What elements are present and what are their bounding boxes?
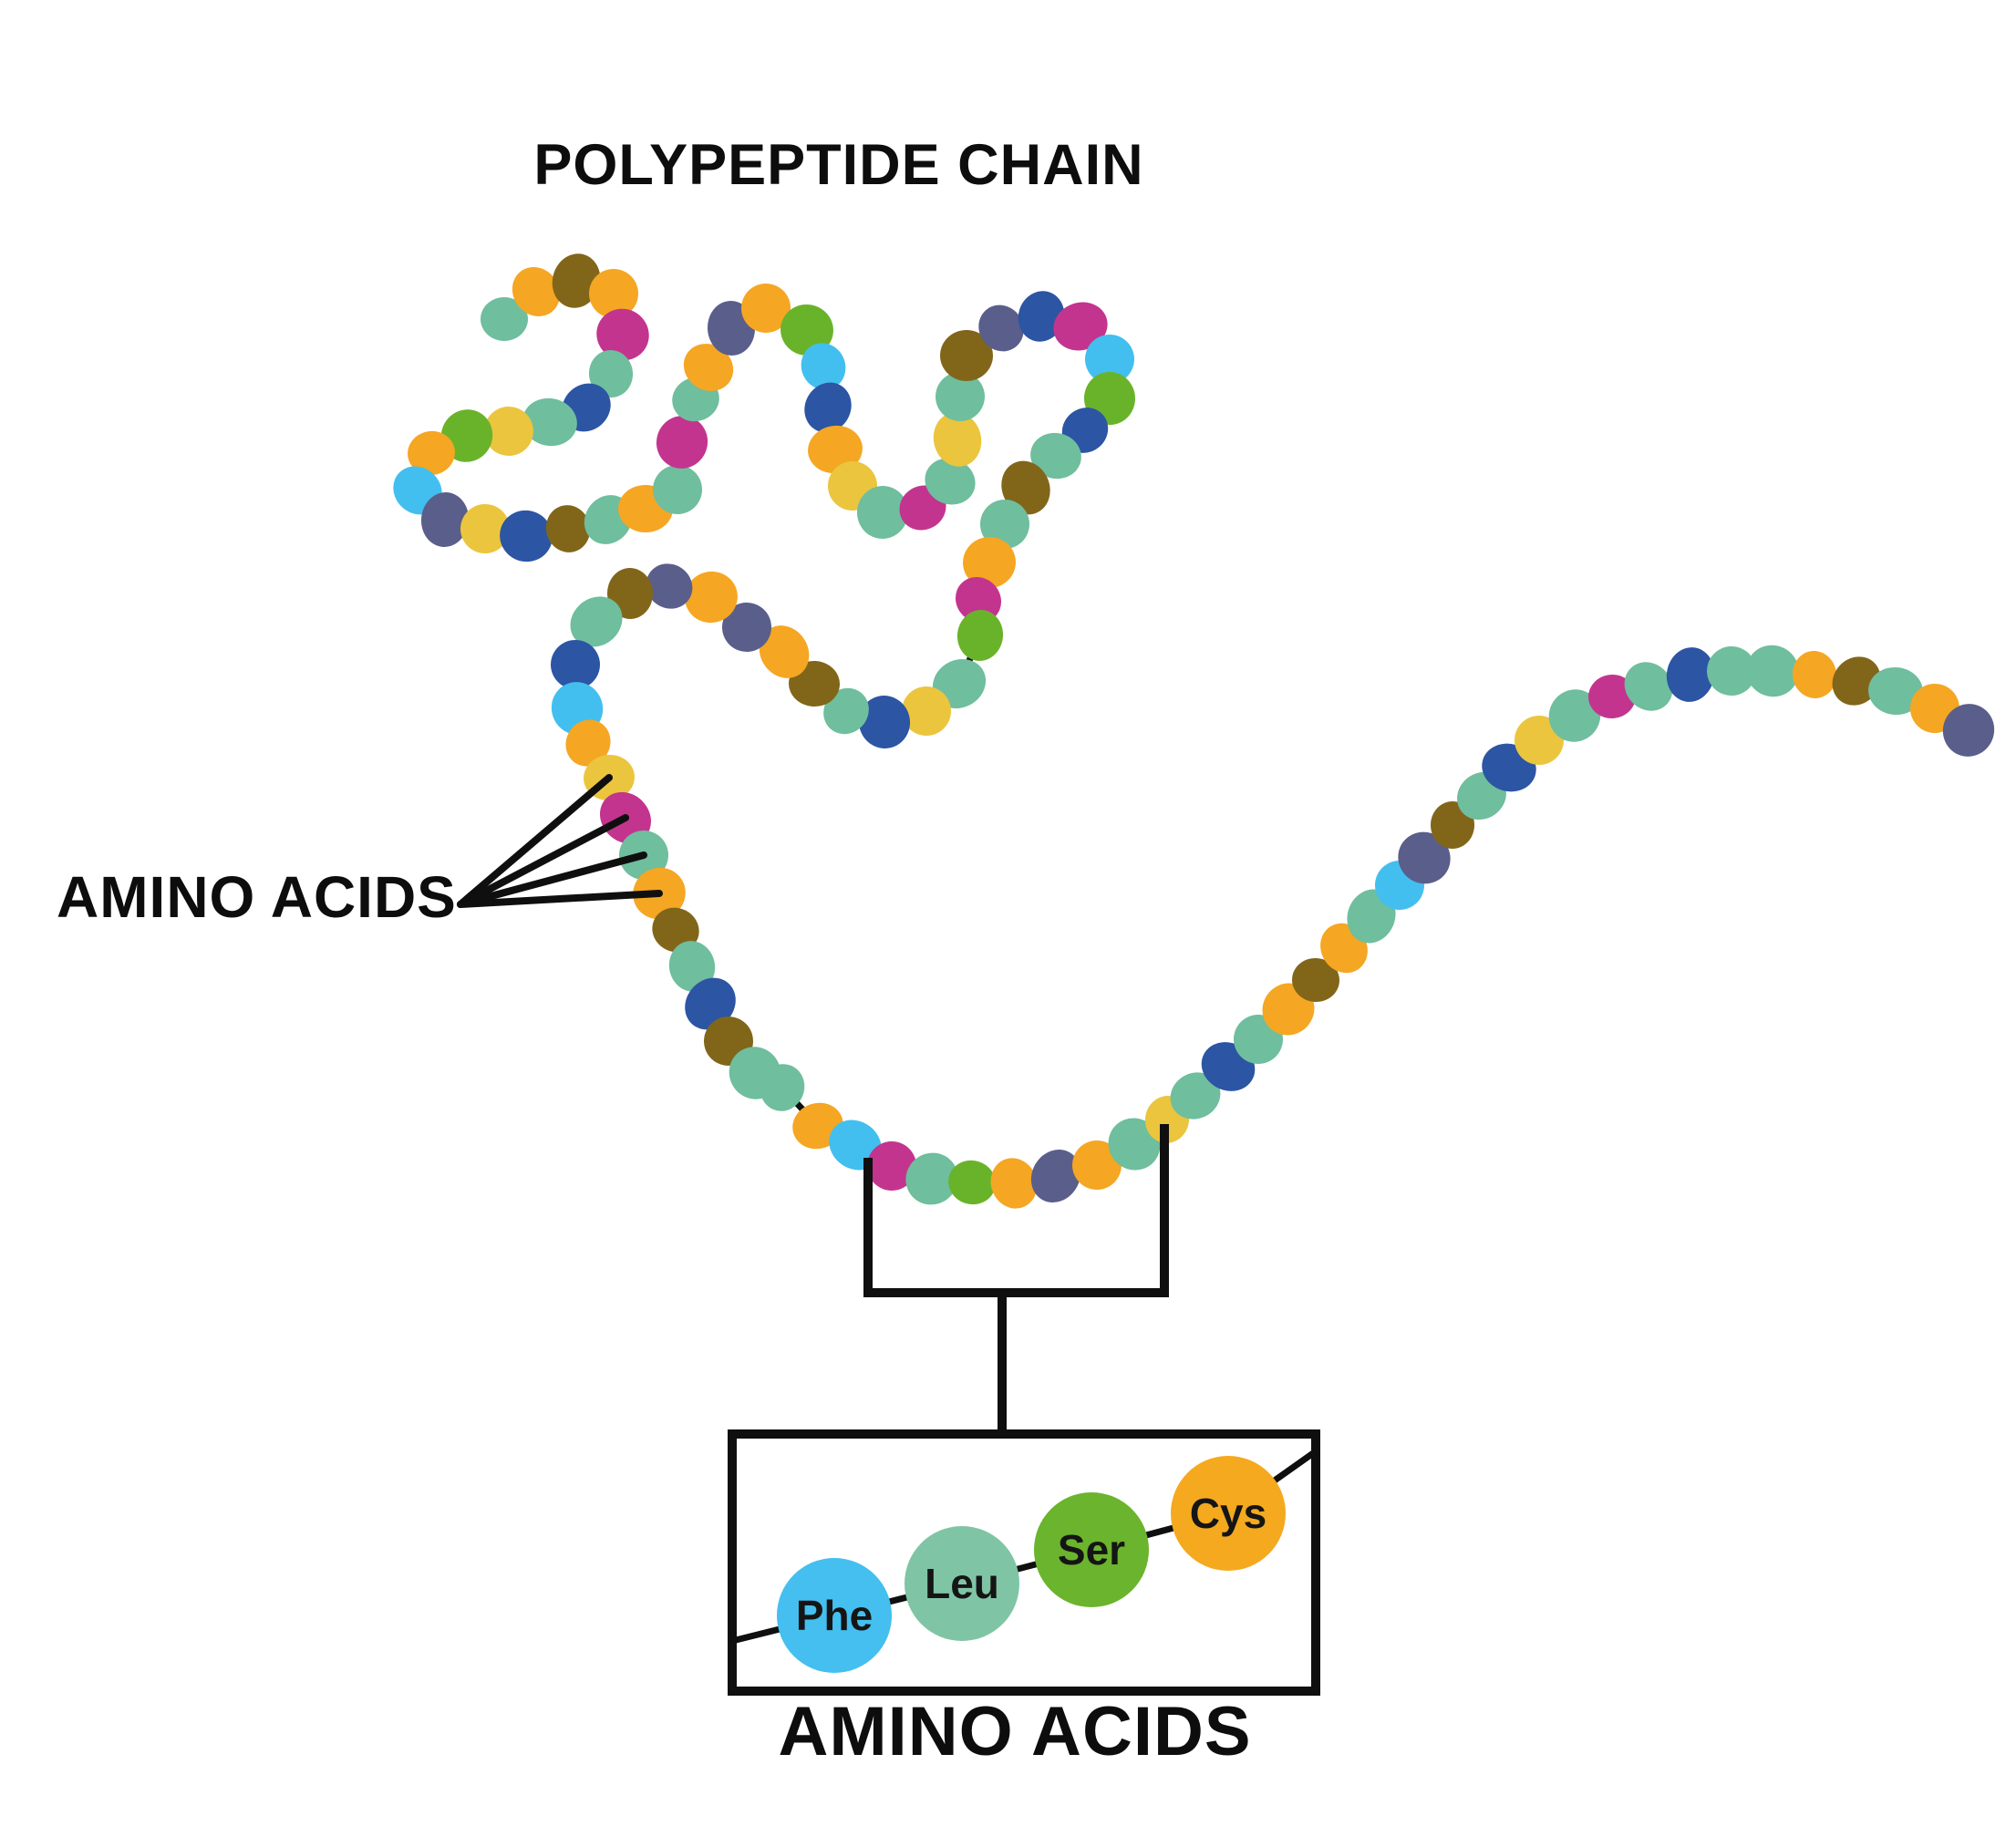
amino-acid-bead: [980, 500, 1029, 549]
amino-acid-pointer-lines: [457, 774, 663, 908]
amino-acid-bead: [551, 640, 600, 689]
amino-acid-pointer-line: [457, 890, 663, 908]
residue-circle-cys: [1171, 1456, 1286, 1571]
amino-acid-bead: [1085, 335, 1134, 384]
amino-acid-bead: [420, 492, 470, 547]
amino-acid-bead: [408, 430, 455, 476]
chain-backbone-line: [413, 277, 1970, 1187]
amino-acid-bead: [484, 407, 533, 456]
amino-acid-bead: [856, 486, 909, 539]
amino-acid-pointer-line: [457, 774, 613, 908]
residue-label-phe: Phe: [796, 1592, 873, 1639]
amino-acid-bead: [1548, 689, 1601, 742]
amino-acid-bead: [646, 563, 693, 609]
amino-acid-bead: [1792, 651, 1837, 698]
amino-acid-bead: [1030, 1150, 1081, 1202]
amino-acid-bead: [512, 267, 561, 316]
amino-acid-bead: [1868, 666, 1923, 716]
amino-acid-bead: [481, 297, 528, 341]
amino-acid-bead: [1018, 291, 1065, 342]
amino-acid-bead: [978, 304, 1024, 352]
amino-acid-bead: [1170, 1072, 1221, 1120]
amino-acid-bead: [1832, 656, 1881, 706]
amino-acids-caption-label: AMINO ACIDS: [778, 1693, 1252, 1770]
amino-acid-bead: [829, 1120, 882, 1171]
amino-acid-bead: [804, 382, 852, 433]
amino-acid-bead: [948, 1160, 996, 1205]
chain-link-line: [413, 277, 1970, 1187]
amino-acids-pointer-label: AMINO ACIDS: [57, 864, 457, 930]
amino-acid-beads: [393, 253, 1995, 1209]
amino-acid-bead: [1515, 716, 1564, 765]
amino-acid-bead: [741, 284, 791, 333]
amino-acid-bead: [902, 686, 951, 736]
amino-acid-pointer-line: [457, 851, 647, 908]
amino-acid-bead: [933, 412, 982, 467]
amino-acid-bead: [545, 505, 591, 552]
amino-acid-bead: [905, 1152, 958, 1205]
amino-acid-bead: [460, 504, 510, 553]
amino-acid-bead: [588, 350, 634, 397]
amino-acid-bead: [925, 458, 976, 505]
amino-acid-bead: [656, 416, 708, 469]
amino-acid-bead: [990, 1158, 1038, 1209]
residue-circle-phe: [777, 1558, 892, 1673]
amino-acid-bead: [940, 329, 993, 382]
amino-acid-bead: [1030, 432, 1081, 480]
amino-acid-bead: [808, 425, 863, 474]
amino-acid-bead: [1707, 646, 1756, 696]
amino-acid-bead: [1072, 1140, 1122, 1191]
page-title: POLYPEPTIDE CHAIN: [533, 133, 1144, 197]
amino-acid-bead: [685, 977, 736, 1030]
amino-acid-bead: [596, 308, 649, 361]
amino-acid-bead: [956, 610, 1004, 661]
amino-acid-bead: [500, 510, 553, 562]
amino-acid-bead: [653, 465, 702, 514]
amino-acid-bead: [570, 596, 623, 647]
amino-acid-bead: [683, 344, 734, 391]
amino-acids-inset-box: Phe Leu Ser Cys: [728, 1429, 1320, 1696]
amino-acid-bead: [759, 625, 810, 678]
amino-acid-bead: [866, 1141, 916, 1191]
amino-acid-bead: [1053, 302, 1108, 351]
amino-acid-bead: [1398, 831, 1451, 884]
amino-acid-bead: [1108, 1118, 1161, 1171]
amino-acid-bead: [955, 576, 1002, 624]
residue-circle-ser: [1034, 1492, 1149, 1607]
amino-acid-bead: [1624, 662, 1673, 711]
amino-acid-pointer-line: [457, 814, 629, 908]
residue-label-leu: Leu: [925, 1560, 999, 1607]
amino-acid-bead: [936, 372, 986, 421]
amino-acid-bead: [1666, 647, 1715, 702]
amino-acid-bead: [781, 304, 833, 356]
amino-acid-bead: [760, 1064, 805, 1111]
amino-acid-bead: [522, 397, 577, 447]
amino-acid-bead: [668, 941, 716, 992]
amino-acid-bead: [1001, 460, 1050, 515]
amino-acid-bead: [1942, 704, 1995, 757]
amino-acid-bead: [801, 343, 846, 390]
residue-label-ser: Ser: [1058, 1526, 1125, 1574]
amino-acid-bead: [1292, 957, 1339, 1003]
amino-acid-bead: [823, 687, 869, 735]
amino-acid-bead: [963, 536, 1016, 589]
amino-acid-bead: [932, 659, 987, 708]
amino-acid-bead: [552, 253, 601, 308]
amino-acid-bead: [1746, 645, 1799, 697]
residue-label-cys: Cys: [1190, 1490, 1266, 1537]
amino-acid-bead: [652, 907, 699, 953]
amino-acid-bead: [1588, 674, 1636, 719]
amino-acid-bead: [685, 571, 738, 624]
residue-circle-leu: [905, 1526, 1019, 1641]
amino-acid-bead: [858, 696, 911, 748]
amino-acid-bead: [589, 269, 639, 318]
selection-bracket: [863, 1124, 1169, 1439]
amino-acid-bead: [722, 603, 771, 652]
amino-acid-bead: [565, 719, 611, 767]
